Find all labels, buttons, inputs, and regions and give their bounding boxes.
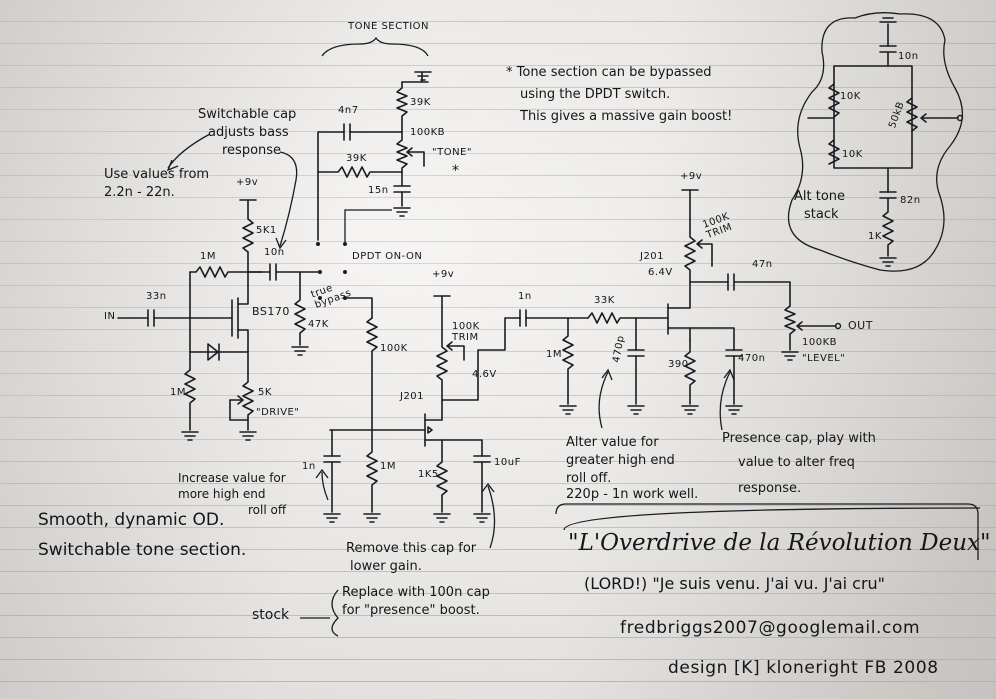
label-pot-100kb-level: 100KB <box>802 337 838 348</box>
alt-tone-label-1: Alt tone <box>794 189 846 204</box>
remove-note-1: Remove this cap for <box>346 541 477 556</box>
label-r-5k1: 5K1 <box>256 225 277 236</box>
presence-note-1: Presence cap, play with <box>722 431 876 446</box>
label-r-1k5: 1K5 <box>418 469 439 480</box>
input-stage <box>117 199 319 441</box>
label-c-470n: 470n <box>738 353 766 364</box>
bypass-note-line-1: * Tone section can be bypassed <box>506 65 712 80</box>
label-v-4-6: 4.6V <box>472 369 497 380</box>
summary-line-2: Switchable tone section. <box>38 540 247 560</box>
label-alt-10k-b: 10K <box>842 149 863 160</box>
label-pot-drive: "DRIVE" <box>256 407 300 418</box>
alter-note-1: Alter value for <box>566 435 659 450</box>
label-r-39k-b: 39K <box>346 153 367 164</box>
second-stage <box>323 295 589 523</box>
summary-line-1: Smooth, dynamic OD. <box>38 510 225 530</box>
presence-note-3: response. <box>738 481 802 496</box>
tone-section-heading: TONE SECTION <box>348 21 430 32</box>
label-pot-5k: 5K <box>258 387 272 398</box>
label-pot-tone: "TONE" <box>432 147 472 158</box>
circuit-title: "L'Overdrive de la Révolution Deux" <box>568 530 991 556</box>
label-c-10n: 10n <box>264 247 285 258</box>
label-r-390: 390 <box>668 359 689 370</box>
label-alt-1k: 1K <box>868 231 882 242</box>
label-r-1m-c: 1M <box>546 349 562 360</box>
label-c-1n-out: 1n <box>518 291 532 302</box>
switch-cap-note-2: adjusts bass <box>208 125 289 140</box>
design-credit: design [K] kloneright FB 2008 <box>668 658 939 678</box>
label-in: IN <box>104 311 116 322</box>
label-r-39k-a: 39K <box>410 97 431 108</box>
presence-note-2: value to alter freq <box>738 455 855 470</box>
label-alt-82n: 82n <box>900 195 921 206</box>
label-c-15n: 15n <box>368 185 389 196</box>
label-pot-100kb-tone: 100KB <box>410 127 446 138</box>
label-c-33n: 33n <box>146 291 167 302</box>
values-note-2: 2.2n - 22n. <box>104 185 175 200</box>
label-c-1n-in: 1n <box>302 461 316 472</box>
label-r-1m-feedback: 1M <box>200 251 216 262</box>
alter-note-2: greater high end <box>566 453 675 468</box>
label-q-bs170: BS170 <box>252 305 290 318</box>
label-c-10uf: 10uF <box>494 457 521 468</box>
bypass-note-line-3: This gives a massive gain boost! <box>520 109 733 124</box>
label-alt-10k-a: 10K <box>840 91 861 102</box>
label-alt-10n: 10n <box>898 51 919 62</box>
alt-tone-stack <box>787 12 964 272</box>
label-q-j201-1: J201 <box>400 391 425 402</box>
circuit-subtitle: (LORD!) "Je suis venu. J'ai vu. J'ai cru… <box>584 574 886 593</box>
remove-note-2: lower gain. <box>350 559 422 574</box>
label-r-1m-gate: 1M <box>170 387 186 398</box>
label-r-33k: 33K <box>594 295 615 306</box>
label-trim-1: 100K TRIM <box>452 321 480 343</box>
author-email: fredbriggs2007@googlemail.com <box>620 618 921 638</box>
label-star: * <box>452 163 460 179</box>
label-vplus-2: +9v <box>432 269 455 280</box>
alt-tone-label-2: stack <box>804 207 839 222</box>
alter-note-3: roll off. <box>566 471 612 486</box>
label-v-6-4: 6.4V <box>648 267 673 278</box>
increase-note-1: Increase value for <box>178 471 286 485</box>
tone-section <box>316 36 432 319</box>
replace-note-2: for "presence" boost. <box>342 603 480 618</box>
increase-note-2: more high end <box>178 487 266 501</box>
label-r-100k: 100K <box>380 343 408 354</box>
label-dpdt: DPDT ON-ON <box>352 251 423 262</box>
stock-note: stock <box>252 607 290 623</box>
label-q-j201-2: J201 <box>640 251 665 262</box>
label-pot-level: "LEVEL" <box>802 353 846 364</box>
annotation-arrows <box>166 133 981 637</box>
label-vplus-1: +9v <box>236 177 259 188</box>
label-vplus-3: +9v <box>680 171 703 182</box>
label-out: OUT <box>848 319 873 332</box>
values-note-1: Use values from <box>104 167 210 182</box>
increase-note-3: roll off <box>248 503 287 517</box>
replace-note-1: Replace with 100n cap <box>342 585 490 600</box>
switch-cap-note-3: response <box>222 143 282 158</box>
alter-note-4: 220p - 1n work well. <box>566 487 699 502</box>
label-c-47n: 47n <box>752 259 773 270</box>
third-stage <box>559 189 842 415</box>
label-r-1m-b: 1M <box>380 461 396 472</box>
bypass-note-line-2: using the DPDT switch. <box>520 87 671 102</box>
label-r-47k: 47K <box>308 319 329 330</box>
label-c-4n7: 4n7 <box>338 105 359 116</box>
switch-cap-note-1: Switchable cap <box>198 107 297 122</box>
